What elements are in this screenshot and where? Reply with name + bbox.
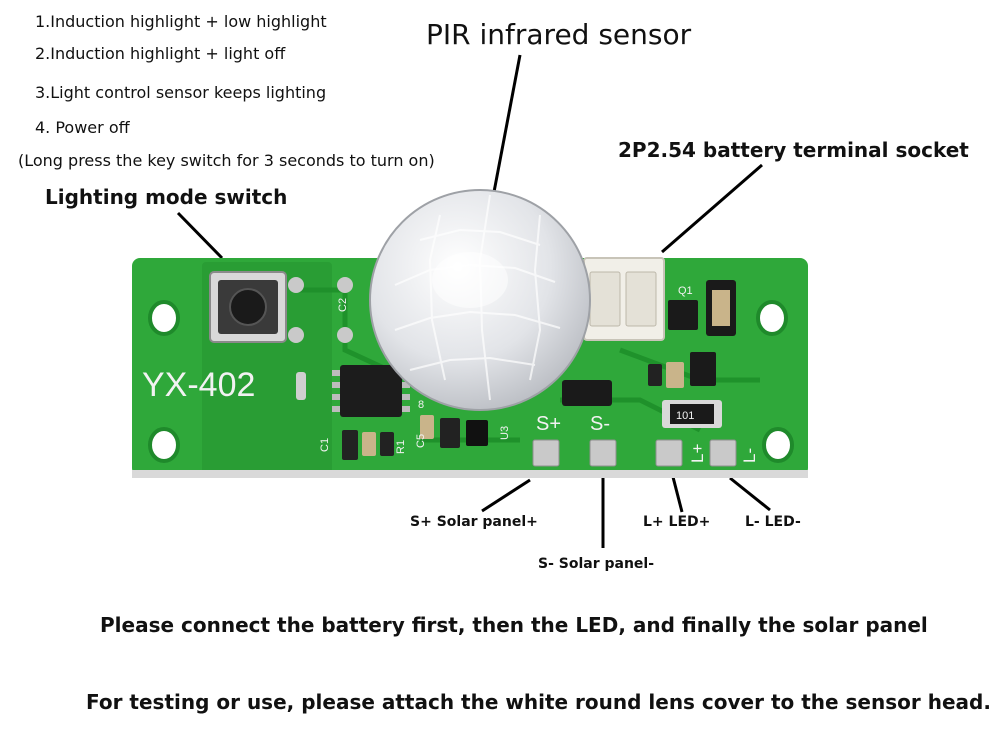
mode-item-3: 3.Light control sensor keeps lighting xyxy=(35,83,327,102)
pcb-edge xyxy=(132,470,808,478)
mounting-hole xyxy=(756,300,788,336)
smd-components-left xyxy=(342,415,488,460)
via-cluster xyxy=(296,372,306,400)
battery-socket-callout: 2P2.54 battery terminal socket xyxy=(618,138,969,162)
solar-plus-leader-line xyxy=(481,478,531,513)
label-c5: C5 xyxy=(415,434,427,448)
pad-label-l-plus: L+ xyxy=(688,444,707,463)
pad-l-plus: L+ xyxy=(655,439,707,467)
led-minus-callout: L- LED- xyxy=(745,514,801,530)
board-model-label: YX-402 xyxy=(142,366,255,404)
label-r8: 8 xyxy=(418,399,424,411)
ic-chip xyxy=(332,365,410,417)
mounting-hole xyxy=(148,427,180,463)
mode-switch-button[interactable] xyxy=(209,271,287,343)
mode-switch-leader-line xyxy=(176,211,224,260)
mounting-hole xyxy=(762,427,794,463)
pad-label-s-plus: S+ xyxy=(536,413,561,435)
smd-components-right: 101 xyxy=(562,280,736,428)
battery-socket-leader-line xyxy=(661,163,763,254)
pad xyxy=(288,327,304,343)
label-q1: Q1 xyxy=(678,285,693,297)
label-c2: C2 xyxy=(337,298,349,312)
mounting-holes xyxy=(148,300,794,463)
component-labels: C2 C1 R1 C5 U3 8 Q1 xyxy=(319,285,693,454)
mode-switch-callout: Lighting mode switch xyxy=(45,185,288,209)
pad-l-minus: L- xyxy=(709,439,759,467)
pir-leader-line xyxy=(492,54,522,193)
lens-cover-note: For testing or use, please attach the wh… xyxy=(86,690,991,714)
connect-order-note: Please connect the battery first, then t… xyxy=(100,613,928,637)
solar-minus-callout: S- Solar panel- xyxy=(538,556,655,572)
mode-note: (Long press the key switch for 3 seconds… xyxy=(18,151,435,170)
battery-terminal-socket[interactable] xyxy=(583,257,665,341)
pad-label-s-minus: S- xyxy=(590,413,610,435)
output-pads: S+ S- L+ L- xyxy=(532,413,759,467)
label-r101: 101 xyxy=(676,410,694,422)
mode-item-1: 1.Induction highlight + low highlight xyxy=(35,12,327,31)
leader-lines xyxy=(176,54,771,548)
pad xyxy=(337,277,353,293)
pad-s-minus: S- xyxy=(589,413,617,467)
led-plus-callout: L+ LED+ xyxy=(643,514,711,530)
led-minus-leader-line xyxy=(729,476,771,512)
mounting-hole xyxy=(148,300,180,336)
pad xyxy=(288,277,304,293)
label-r1: R1 xyxy=(395,440,407,454)
pir-lens xyxy=(369,189,591,411)
mode-item-4: 4. Power off xyxy=(35,118,130,137)
mode-item-2: 2.Induction highlight + light off xyxy=(35,44,286,63)
pad xyxy=(337,327,353,343)
pad-label-l-minus: L- xyxy=(740,448,759,463)
solar-plus-callout: S+ Solar panel+ xyxy=(410,514,538,530)
label-c1: C1 xyxy=(319,438,331,452)
pad-s-plus: S+ xyxy=(532,413,561,467)
label-u3: U3 xyxy=(499,426,511,440)
pir-sensor-callout: PIR infrared sensor xyxy=(426,18,692,51)
led-plus-leader-line xyxy=(671,476,684,513)
